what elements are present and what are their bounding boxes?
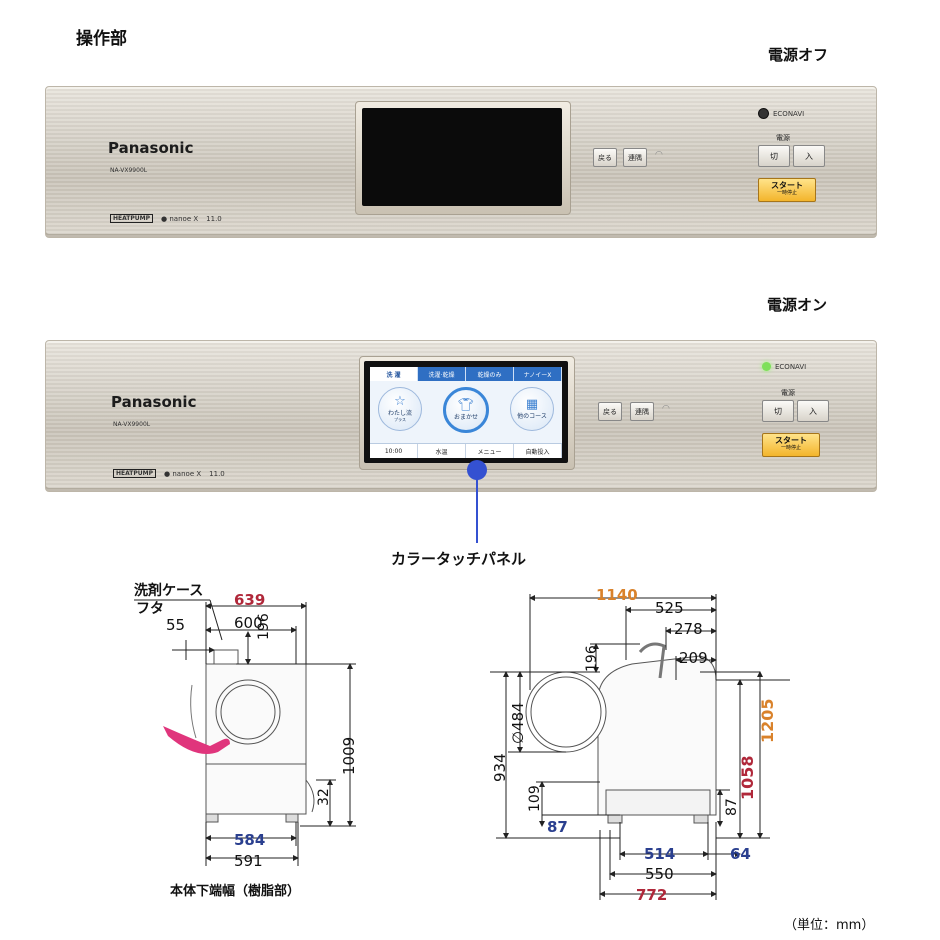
nanoe-logo: ● nanoe X: [161, 214, 199, 223]
unit-note: （単位：mm）: [784, 918, 875, 933]
state-on-label: 電源オン: [767, 296, 828, 314]
dim-591: 591: [234, 852, 263, 870]
dim-87-left: 87: [547, 818, 568, 836]
dim-934: 934: [491, 753, 509, 782]
lcd-footer: 10:00 水温 メニュー 自動投入: [370, 443, 562, 458]
heatpump-logo: HEATPUMP: [110, 214, 154, 223]
power-off-button[interactable]: 切: [762, 400, 794, 422]
dim-209: 209: [679, 649, 708, 667]
power-on-button[interactable]: 入: [793, 145, 825, 167]
brand-logo: Panasonic: [111, 393, 197, 411]
lcd-water-temp-button[interactable]: 水温: [418, 444, 466, 458]
feature-logos: HEATPUMP ● nanoe X 11.0: [113, 469, 225, 478]
lcd-auto-dose-button[interactable]: 自動投入: [514, 444, 562, 458]
power-on-button[interactable]: 入: [797, 400, 829, 422]
lcd-time: 10:00: [370, 444, 418, 458]
dim-196-front: 196: [584, 645, 600, 672]
dim-278: 278: [674, 620, 703, 638]
model-number: NA-VX9900L: [113, 421, 151, 428]
power-label: 電源: [781, 389, 795, 397]
power-label: 電源: [776, 134, 790, 142]
version-logo: 11.0: [209, 469, 225, 478]
dim-1058: 1058: [738, 755, 757, 800]
lcd-auto-button[interactable]: 👕︎ おまかせ: [443, 387, 489, 433]
lcd-tab-bar: 洗 濯 洗濯·乾燥 乾燥のみ ナノイーX: [370, 367, 562, 381]
dim-514: 514: [644, 845, 676, 863]
dim-772: 772: [636, 886, 668, 904]
dim-600: 600: [234, 614, 263, 632]
dim-1140: 1140: [596, 586, 638, 604]
feature-logos: HEATPUMP ● nanoe X 11.0: [110, 214, 222, 223]
econavi-indicator: ECONAVI: [762, 362, 806, 371]
wifi-icon: ◠: [655, 150, 663, 160]
back-button[interactable]: 戻る: [598, 402, 622, 421]
door-swing-arrow-icon: [163, 726, 230, 754]
dim-1205: 1205: [758, 698, 777, 743]
dim-87-right: 87: [724, 798, 740, 816]
dim-55: 55: [166, 616, 186, 634]
dim-phi484: ∅484: [509, 702, 527, 744]
touch-screen-off[interactable]: [362, 108, 562, 206]
start-pause-button[interactable]: スタート 一時停止: [758, 178, 816, 202]
shirt-icon: 👕︎: [457, 398, 475, 413]
version-logo: 11.0: [206, 214, 222, 223]
state-off-label: 電源オフ: [768, 46, 829, 64]
dim-639: 639: [234, 591, 266, 609]
grid-icon: ▦: [525, 397, 539, 412]
touch-panel-callout: カラータッチパネル: [391, 550, 527, 568]
heatpump-logo: HEATPUMP: [113, 469, 157, 478]
brand-logo: Panasonic: [108, 139, 194, 157]
link-button[interactable]: 連隅: [623, 148, 647, 167]
dim-109: 109: [527, 785, 543, 812]
dim-550: 550: [645, 865, 674, 883]
label-lid: フタ: [136, 601, 164, 617]
dim-32: 32: [316, 788, 332, 806]
power-off-button[interactable]: 切: [758, 145, 790, 167]
nanoe-logo: ● nanoe X: [164, 469, 202, 478]
lcd-tab-nanoe[interactable]: ナノイーX: [514, 367, 562, 381]
econavi-lamp-icon: [758, 108, 769, 119]
label-detergent-case: 洗剤ケース: [134, 583, 204, 599]
link-button[interactable]: 連隅: [630, 402, 654, 421]
start-pause-button[interactable]: スタート 一時停止: [762, 433, 820, 457]
dim-525: 525: [655, 599, 684, 617]
dim-1009: 1009: [340, 736, 358, 775]
section-title: 操作部: [76, 29, 127, 49]
dim-584: 584: [234, 831, 266, 849]
caption-bottom-width: 本体下端幅（樹脂部）: [170, 884, 301, 899]
lcd-tab-dry-only[interactable]: 乾燥のみ: [466, 367, 514, 381]
wifi-icon: ◠: [662, 404, 670, 414]
touch-screen-on[interactable]: 洗 濯 洗濯·乾燥 乾燥のみ ナノイーX ☆ わたし流 プラス 👕︎ おまかせ …: [364, 361, 568, 463]
dim-64: 64: [730, 845, 751, 863]
econavi-indicator: ECONAVI: [758, 108, 804, 119]
side-view-machine: [190, 649, 315, 823]
lcd-menu-button[interactable]: メニュー: [466, 444, 514, 458]
front-view-machine: [525, 642, 717, 824]
econavi-lamp-icon: [762, 362, 771, 371]
lcd-other-course-button[interactable]: ▦ 他のコース: [510, 387, 554, 431]
dim-196-side: 196: [256, 613, 272, 640]
back-button[interactable]: 戻る: [593, 148, 617, 167]
star-icon: ☆: [394, 394, 406, 409]
lcd-tab-wash-dry[interactable]: 洗濯·乾燥: [418, 367, 466, 381]
lcd-tab-wash[interactable]: 洗 濯: [370, 367, 418, 381]
lcd-my-style-button[interactable]: ☆ わたし流 プラス: [378, 387, 422, 431]
model-number: NA-VX9900L: [110, 167, 148, 174]
